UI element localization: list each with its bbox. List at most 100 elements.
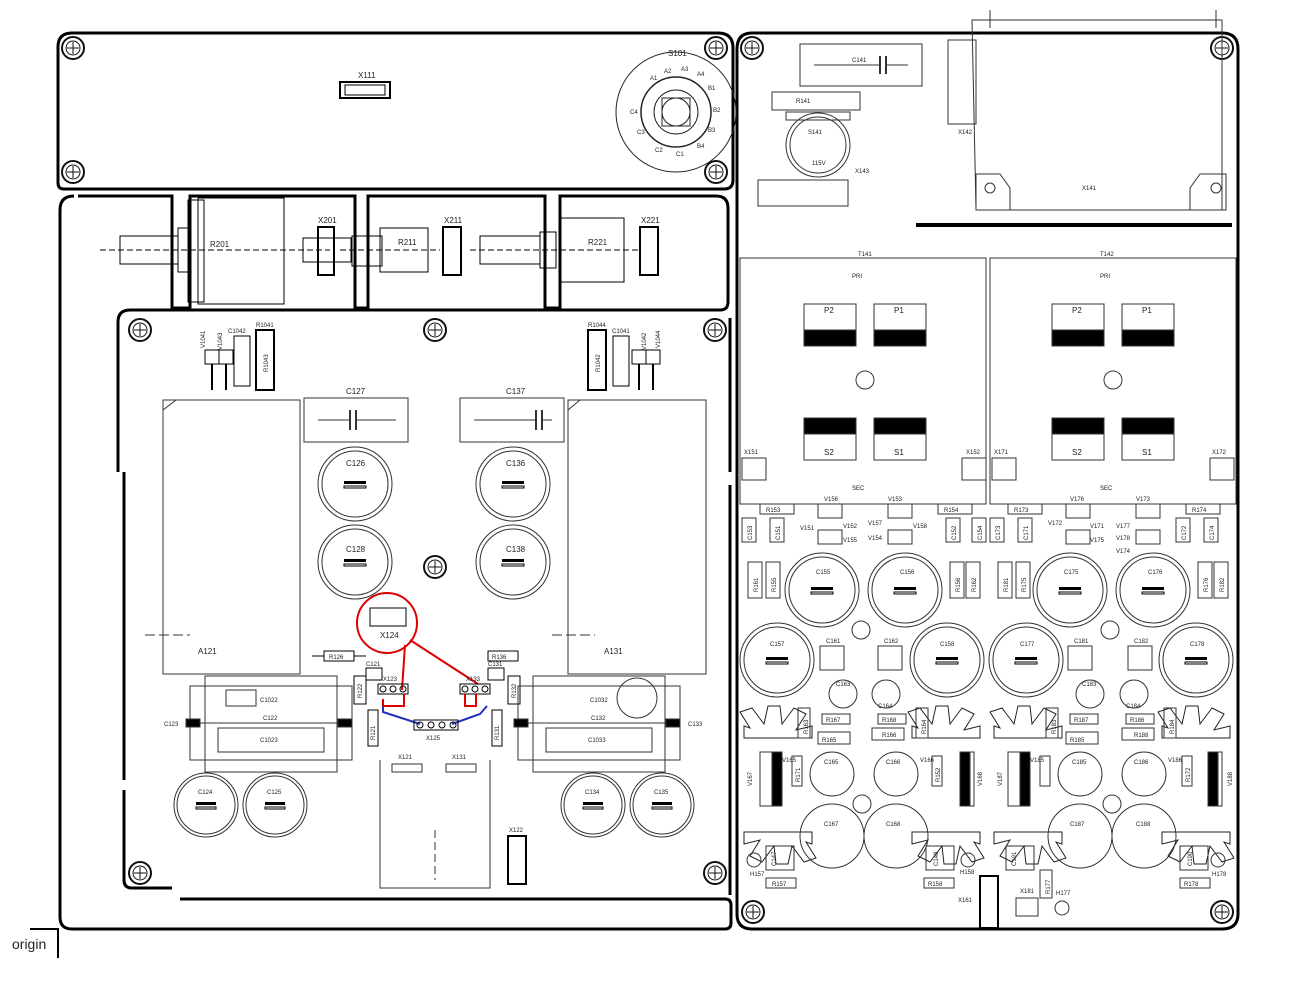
label-sec-1: SEC xyxy=(852,486,865,492)
label-c188: C188 xyxy=(1136,822,1151,828)
label-x142: X142 xyxy=(958,130,973,136)
label-c181: C181 xyxy=(1074,639,1089,645)
label-r173: R173 xyxy=(1014,508,1029,514)
label-c127: C127 xyxy=(346,387,366,396)
label-c153: C153 xyxy=(748,525,754,540)
connector-x141 xyxy=(971,10,1227,211)
label-c128: C128 xyxy=(346,545,366,554)
label-v187: V187 xyxy=(998,771,1004,786)
label-v1044: V1044 xyxy=(656,330,662,348)
label-r166: R166 xyxy=(882,733,897,739)
svg-text:A2: A2 xyxy=(664,69,672,75)
label-x122: X122 xyxy=(509,828,524,834)
label-c173: C173 xyxy=(996,525,1002,540)
label-r1043: R1043 xyxy=(264,354,270,372)
label-c126: C126 xyxy=(346,459,366,468)
label-x171: X171 xyxy=(994,450,1009,456)
resistor-r141 xyxy=(771,91,861,111)
label-r156: R156 xyxy=(956,577,962,592)
label-c1041: C1041 xyxy=(612,329,630,335)
label-r178: R178 xyxy=(1184,882,1199,888)
label-c1023: C1023 xyxy=(260,738,278,744)
label-r187: R187 xyxy=(1074,718,1089,724)
label-c147: C147 xyxy=(772,851,778,866)
label-v152: V152 xyxy=(843,524,858,530)
label-c148: C148 xyxy=(934,851,940,866)
label-x172: X172 xyxy=(1212,450,1227,456)
label-r157: R157 xyxy=(772,882,787,888)
label-c1042: C1042 xyxy=(228,329,246,335)
label-r164: R164 xyxy=(922,719,928,734)
capacitor-c141 xyxy=(799,43,923,87)
label-r175: R175 xyxy=(1022,577,1028,592)
label-c175: C175 xyxy=(1064,570,1079,576)
origin-label: origin xyxy=(12,936,46,952)
label-r168: R168 xyxy=(882,718,897,724)
label-x143: X143 xyxy=(855,169,870,175)
label-c165: C165 xyxy=(824,760,839,766)
label-x181: X181 xyxy=(1020,889,1035,895)
label-c124: C124 xyxy=(198,790,213,796)
label-r177: R177 xyxy=(1046,879,1052,894)
label-r158: R158 xyxy=(928,882,943,888)
label-v172: V172 xyxy=(1048,521,1063,527)
rotary-switch-s101 xyxy=(615,51,737,173)
small-parts-right xyxy=(587,329,661,391)
label-x123: X123 xyxy=(383,677,398,683)
label-v188: V188 xyxy=(1228,771,1234,786)
label-c182: C182 xyxy=(1134,639,1149,645)
label-c191: C191 xyxy=(1012,851,1018,866)
label-r1044: R1044 xyxy=(588,323,606,329)
label-r154: R154 xyxy=(944,508,959,514)
label-c151: C151 xyxy=(776,525,782,540)
connector-x125 xyxy=(413,719,459,731)
label-c137: C137 xyxy=(506,387,526,396)
label-x131: X131 xyxy=(452,755,467,761)
label-v178: V178 xyxy=(1116,536,1131,542)
label-v174: V174 xyxy=(1116,549,1131,555)
label-v167: V167 xyxy=(748,771,754,786)
label-c131: C131 xyxy=(488,662,503,668)
capacitor-c127 xyxy=(303,397,409,443)
capacitor-group-left xyxy=(185,675,353,773)
label-r1042: R1042 xyxy=(596,354,602,372)
label-x161: X161 xyxy=(958,898,973,904)
transformer-t141 xyxy=(739,257,987,505)
svg-text:A3: A3 xyxy=(681,67,689,73)
label-s2-2: S2 xyxy=(1072,448,1082,457)
label-v186: V186 xyxy=(1168,758,1183,764)
label-c161: C161 xyxy=(826,639,841,645)
label-r182: R182 xyxy=(1220,577,1226,592)
label-r131: R131 xyxy=(495,725,501,740)
label-v176: V176 xyxy=(1070,497,1085,503)
label-r183: R183 xyxy=(1052,719,1058,734)
label-c183: C183 xyxy=(1082,682,1097,688)
label-r132: R132 xyxy=(512,683,518,698)
fuse-s141 xyxy=(785,111,851,178)
label-p2-2: P2 xyxy=(1072,306,1082,315)
label-c1033: C1033 xyxy=(588,738,606,744)
label-v175: V175 xyxy=(1090,538,1105,544)
label-c1022: C1022 xyxy=(260,698,278,704)
label-v153: V153 xyxy=(888,497,903,503)
label-v1042: V1042 xyxy=(642,332,648,350)
label-a121: A121 xyxy=(198,647,217,656)
module-a121 xyxy=(145,399,301,675)
label-c157: C157 xyxy=(770,642,785,648)
label-r161: R161 xyxy=(754,577,760,592)
resistors-upright xyxy=(747,561,1229,599)
label-p2-1: P2 xyxy=(824,306,834,315)
label-v166: V166 xyxy=(920,758,935,764)
label-r1041: R1041 xyxy=(256,323,274,329)
label-h178: H178 xyxy=(1212,872,1227,878)
label-r181: R181 xyxy=(1004,577,1010,592)
label-c154: C154 xyxy=(978,525,984,540)
svg-text:C2: C2 xyxy=(655,148,663,154)
capacitor-c137 xyxy=(459,397,565,443)
label-x221: X221 xyxy=(641,216,660,225)
svg-text:B1: B1 xyxy=(708,86,716,92)
label-r184: R184 xyxy=(1170,719,1176,734)
svg-text:C3: C3 xyxy=(637,130,645,136)
capacitor-group-right xyxy=(513,675,681,773)
